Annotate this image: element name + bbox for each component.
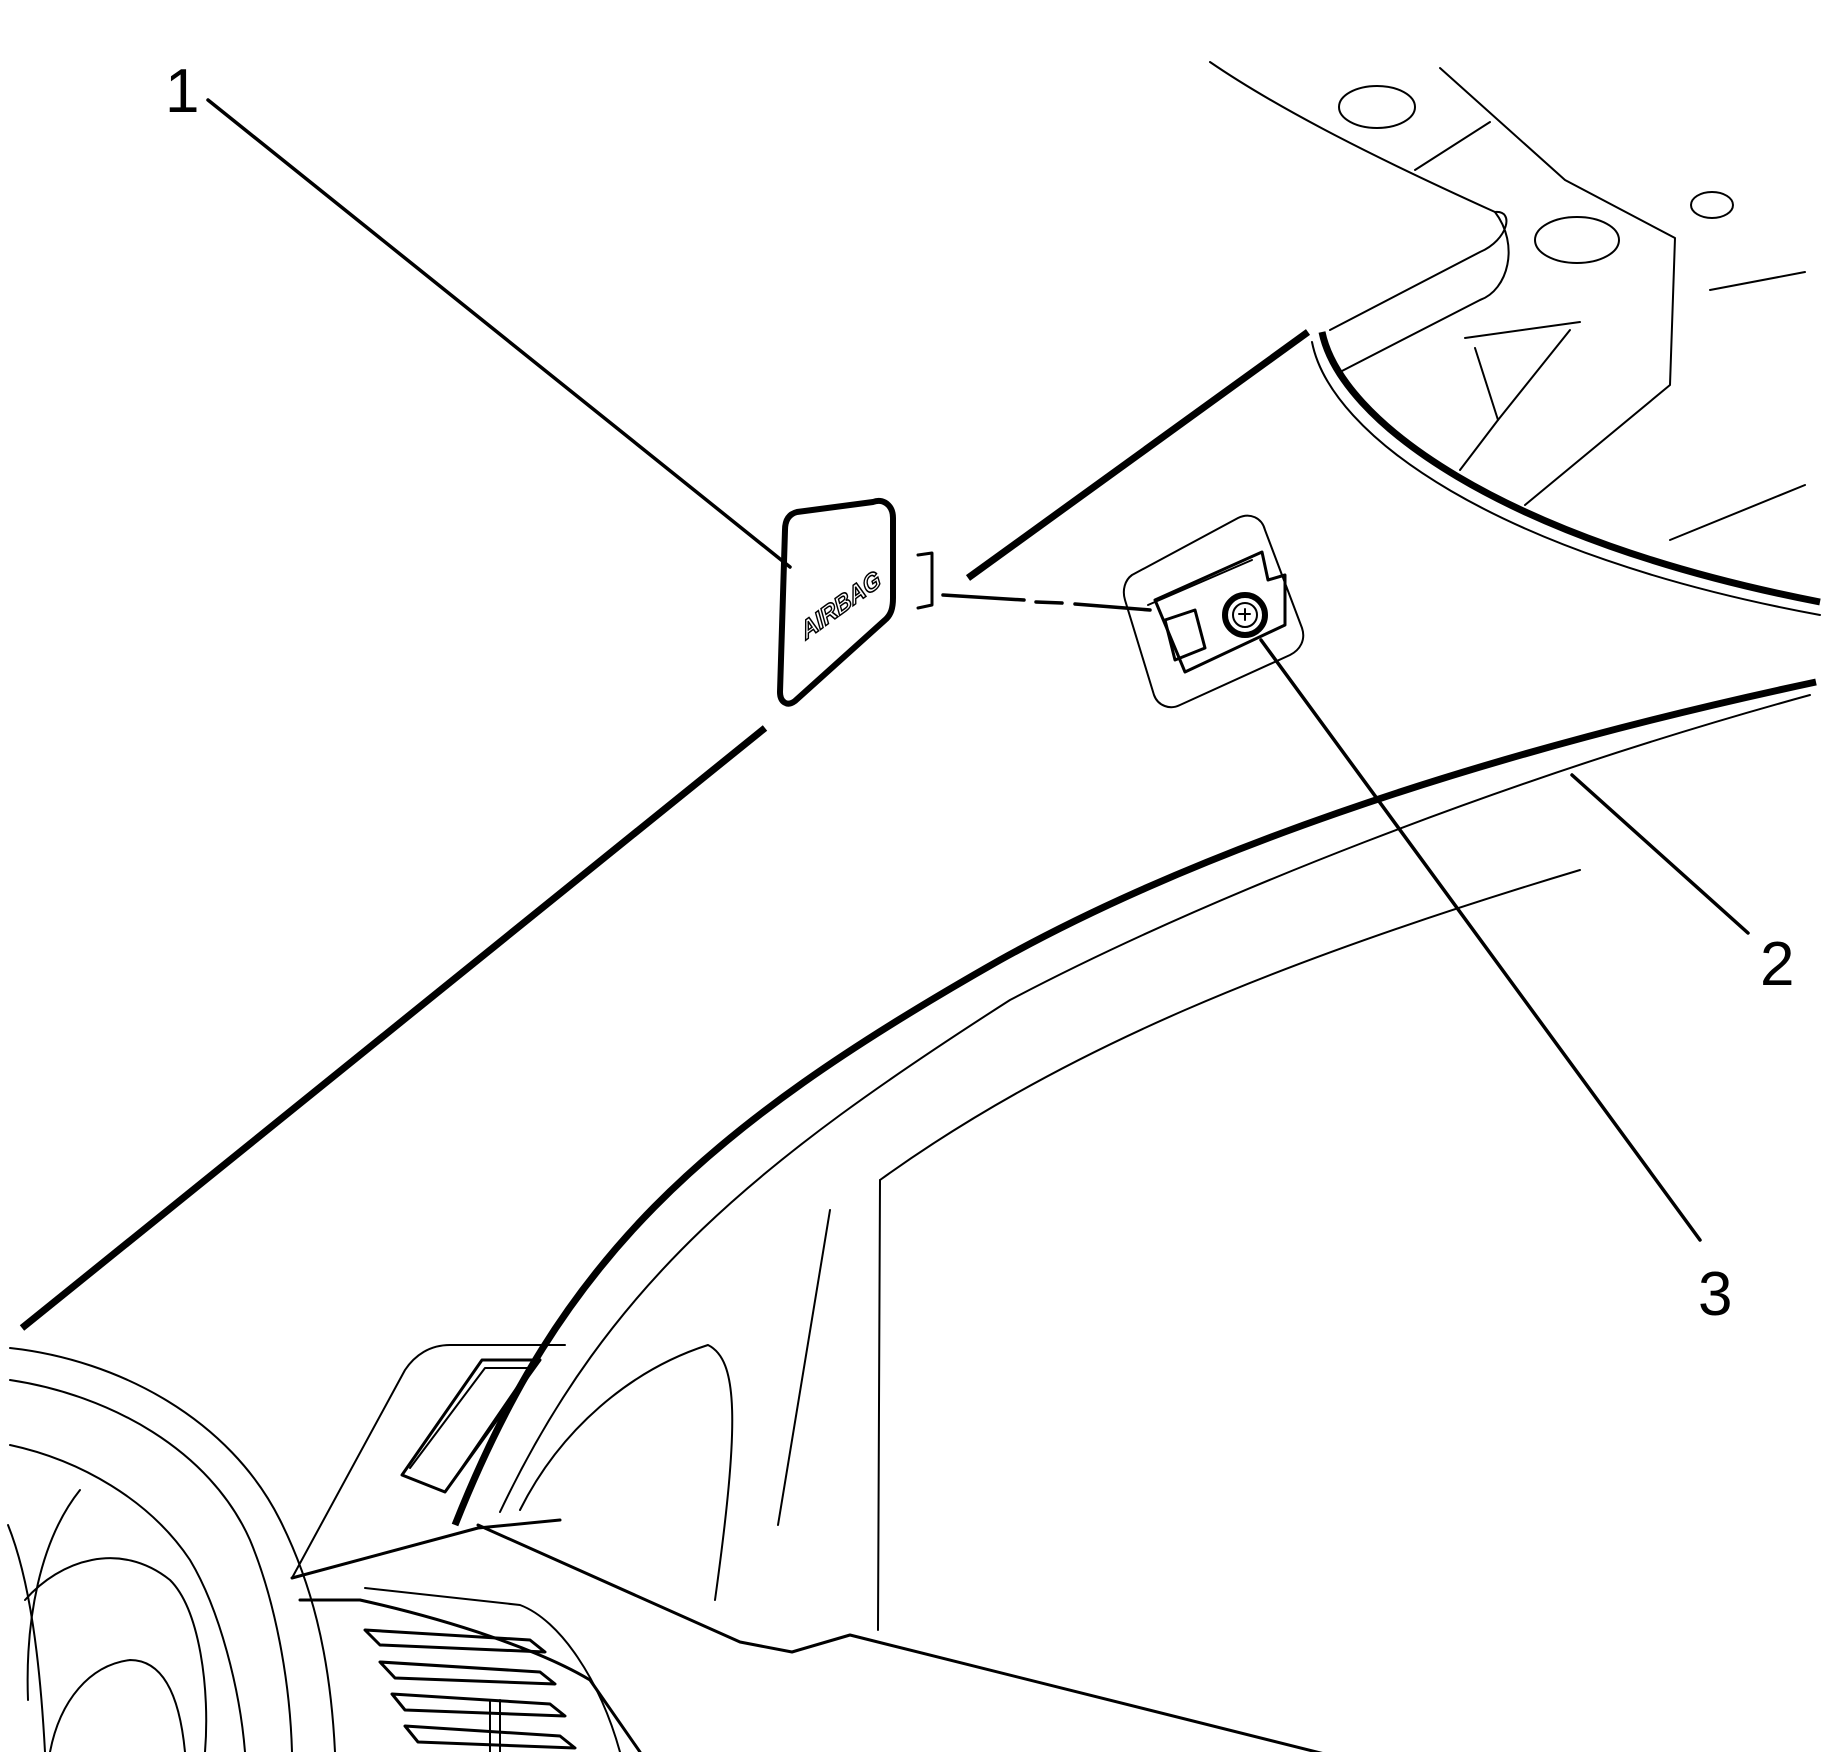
callout-1: 1	[165, 57, 199, 126]
install-line-dash	[1034, 600, 1064, 605]
airbag-cover: AIRBAG	[777, 497, 934, 707]
leader-3	[1259, 638, 1702, 1242]
leader-1	[206, 98, 792, 569]
instrument-panel	[7, 1179, 1343, 1757]
leader-2	[1570, 773, 1750, 935]
install-line-solid	[941, 593, 1026, 602]
a-pillar-trim	[19, 329, 1817, 1527]
side-air-vent	[298, 1587, 642, 1754]
roof-structure	[1209, 61, 1821, 616]
callout-3: 3	[1698, 1260, 1732, 1329]
defroster-vent	[400, 1358, 542, 1494]
roof-hole-3	[1690, 191, 1734, 219]
callout-2: 2	[1760, 930, 1794, 999]
install-line-end	[1073, 602, 1152, 612]
roof-hole-2	[1534, 216, 1620, 264]
mounting-bracket	[1122, 514, 1305, 709]
roof-hole-1	[1338, 85, 1416, 129]
